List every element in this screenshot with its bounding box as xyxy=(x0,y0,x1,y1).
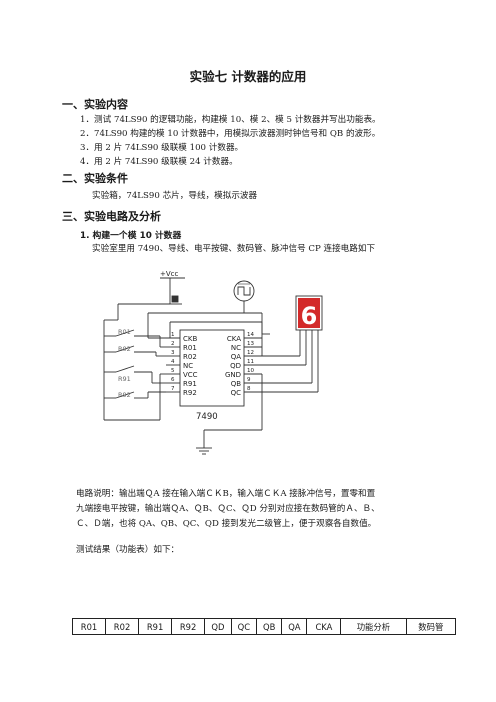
circuit-desc-line-2: 九端接电平按键，输出端ＱA、ＱB、ＱC、ＱD 分别对应接在数码管的Ａ、Ｂ、 xyxy=(76,504,380,514)
pin-name-r91: R91 xyxy=(183,380,197,388)
pin-name-r92: R92 xyxy=(183,389,197,397)
seven-segment-display: 6 xyxy=(298,298,320,330)
page-title: 实验七 计数器的应用 xyxy=(189,69,307,84)
section-heading-content: 一、实验内容 xyxy=(62,98,128,111)
pin-name-nc-right: NC xyxy=(231,344,241,352)
pin-name-cka: CKA xyxy=(227,335,241,343)
content-item-3: 3．用 2 片 74LS90 级联模 100 计数器。 xyxy=(80,143,244,153)
pin-name-qd: QD xyxy=(230,362,241,370)
col-r91: R91 xyxy=(138,618,173,635)
function-table: R01 R02 R91 R92 QD QC QB QA CKA 功能分析 数码管 xyxy=(71,618,457,635)
col-r02: R02 xyxy=(105,618,140,635)
pin-num-7: 7 xyxy=(171,386,175,392)
col-qc: QC xyxy=(230,618,258,635)
pin-num-3: 3 xyxy=(171,350,175,356)
table-header-row: R01 R02 R91 R92 QD QC QB QA CKA 功能分析 数码管 xyxy=(71,618,457,635)
circuit-desc-line-3: Ｃ、Ｄ端，也将 QA、QB、QC、QD 接到发光二级管上，便于观察各自数值。 xyxy=(76,519,377,529)
pin-num-4: 4 xyxy=(171,359,175,365)
col-r01: R01 xyxy=(71,618,107,635)
pin-num-14: 14 xyxy=(247,332,254,338)
pin-name-r02: R02 xyxy=(183,353,197,361)
pin-name-gnd: GND xyxy=(225,371,241,379)
pin-num-5: 5 xyxy=(171,368,175,374)
content-item-1: 1．测试 74LS90 的逻辑功能，构建模 10、模 2、模 5 计数器并写出功… xyxy=(80,115,381,125)
pin-num-11: 11 xyxy=(247,359,254,365)
col-qd: QD xyxy=(204,618,232,635)
pin-name-qc: QC xyxy=(231,389,242,397)
pin-num-6: 6 xyxy=(171,377,175,383)
pin-num-2: 2 xyxy=(171,341,175,347)
col-r92: R92 xyxy=(171,618,206,635)
content-item-4: 4．用 2 片 74LS90 级联模 24 计数器。 xyxy=(80,157,238,167)
section-heading-circuit: 三、实验电路及分析 xyxy=(62,210,161,223)
switch-label-r92: R92 xyxy=(118,391,131,399)
pin-num-12: 12 xyxy=(247,350,254,356)
col-cka: CKA xyxy=(306,618,342,635)
result-label: 测试结果（功能表）如下： xyxy=(76,545,180,555)
col-function: 功能分析 xyxy=(340,618,407,635)
pin-name-qa: QA xyxy=(231,353,242,361)
pin-num-8: 8 xyxy=(247,386,251,392)
pin-name-nc-left: NC xyxy=(183,362,193,370)
col-qa: QA xyxy=(281,618,308,635)
switch-label-r02: R02 xyxy=(118,345,131,353)
pin-name-vcc: VCC xyxy=(183,371,198,379)
col-qb: QB xyxy=(256,618,283,635)
chip-name: 7490 xyxy=(196,412,218,422)
pin-num-13: 13 xyxy=(247,341,254,347)
sub-heading-mod10: 1. 构建一个模 10 计数器 xyxy=(80,231,182,241)
pin-name-ckb: CKB xyxy=(183,335,197,343)
col-display: 数码管 xyxy=(405,618,457,635)
section-heading-conditions: 二、实验条件 xyxy=(62,172,128,185)
pin-name-r01: R01 xyxy=(183,344,197,352)
pin-num-10: 10 xyxy=(247,368,254,374)
switch-label-r91: R91 xyxy=(118,375,131,383)
display-digit: 6 xyxy=(301,302,318,330)
circuit-desc-line-1: 电路说明：输出端ＱA 接在输入端ＣＫB，输入端ＣＫA 接脉冲信号，置零和置 xyxy=(76,489,376,499)
content-item-2: 2．74LS90 构建的模 10 计数器中，用模拟示波器测时钟信号和 QB 的波… xyxy=(80,129,381,139)
pin-name-qb: QB xyxy=(231,380,242,388)
pin-num-9: 9 xyxy=(247,377,251,383)
pin-num-1: 1 xyxy=(171,332,175,338)
conditions-text: 实验箱，74LS90 芯片，导线，模拟示波器 xyxy=(92,191,258,201)
circuit-intro: 实验室里用 7490、导线、电平按键、数码管、脉冲信号 CP 连接电路如下 xyxy=(92,244,376,254)
vcc-label: +Vcc xyxy=(160,270,179,278)
switch-label-r01: R01 xyxy=(118,328,131,336)
